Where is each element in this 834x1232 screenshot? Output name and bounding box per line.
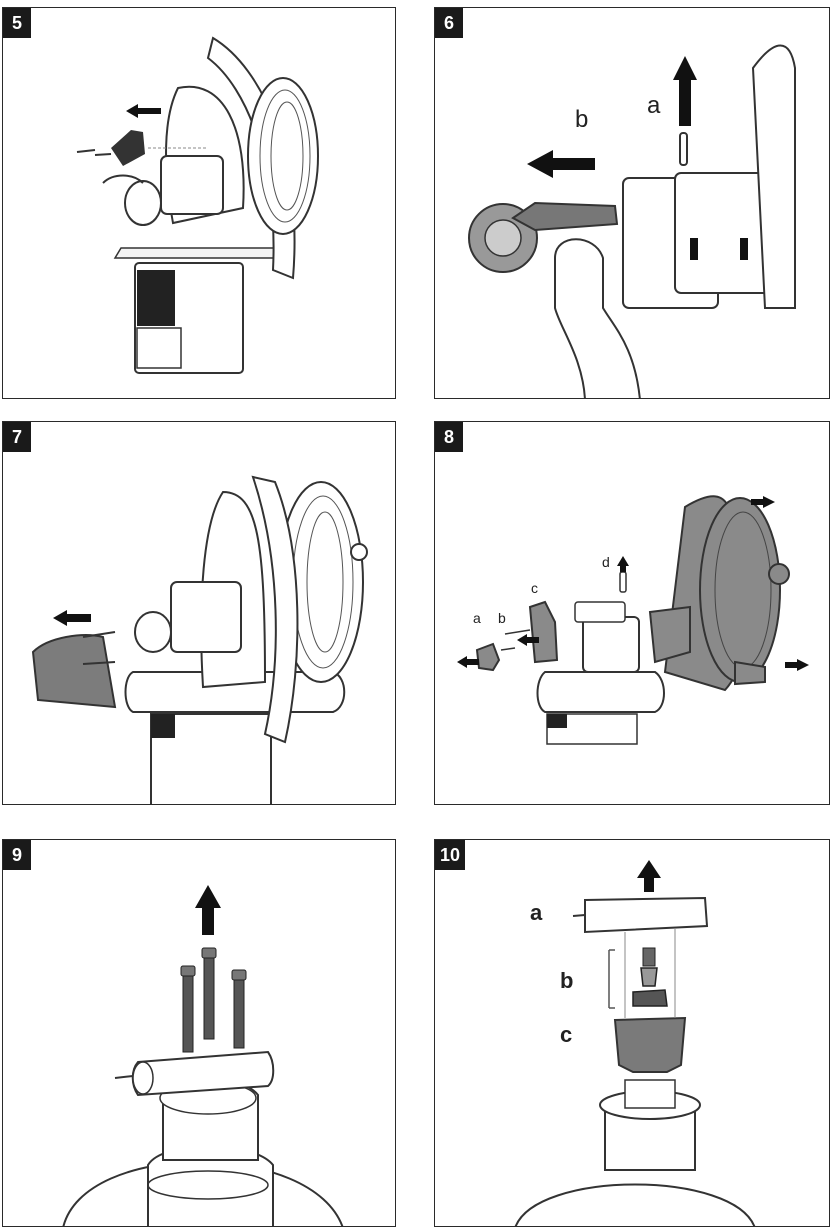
arrow-up-icon xyxy=(637,860,661,892)
pump-body xyxy=(171,582,241,652)
callout-label-b: b xyxy=(498,610,506,626)
arrow-up-icon xyxy=(673,56,697,126)
step-8-panel: 8 a b c d xyxy=(434,421,830,805)
bolt xyxy=(234,976,244,1048)
arrow-up-icon xyxy=(617,556,629,572)
step-9-panel: 9 xyxy=(2,839,396,1227)
pressure-knob xyxy=(135,612,171,652)
callout-label-a: a xyxy=(530,900,542,926)
arrow-up-icon xyxy=(195,885,221,935)
callout-label-a: a xyxy=(647,92,660,120)
motor-base xyxy=(515,1185,755,1228)
step-6-panel: 6 a b xyxy=(434,7,830,399)
part-c xyxy=(530,602,557,662)
step-7-illustration xyxy=(3,422,396,805)
arrow-left-icon xyxy=(457,656,479,668)
removed-side-cover xyxy=(33,635,115,707)
callout-label-c: c xyxy=(531,580,538,596)
callout-label-d: d xyxy=(602,554,610,570)
part-b-valve xyxy=(633,990,667,1006)
callout-label-a: a xyxy=(473,610,481,626)
screw xyxy=(95,154,111,155)
hose-coupling xyxy=(513,203,617,230)
step-10-panel: 10 a b c xyxy=(434,839,830,1227)
step-5-panel: 5 xyxy=(2,7,396,399)
pump-body xyxy=(583,617,639,672)
arrow-left-icon xyxy=(53,610,91,626)
retaining-pin xyxy=(680,133,687,165)
part-a-manifold xyxy=(585,898,707,932)
step-10-illustration xyxy=(435,840,830,1227)
vent-grille xyxy=(137,270,175,326)
bolt xyxy=(183,972,193,1052)
step-7-panel: 7 xyxy=(2,421,396,805)
hose-reel xyxy=(248,78,318,234)
arrow-left-icon xyxy=(126,104,161,118)
screw xyxy=(77,150,95,152)
arrow-left-icon xyxy=(527,150,595,178)
base-plate xyxy=(538,672,665,712)
arrow-right-icon xyxy=(785,659,809,671)
pressure-knob xyxy=(125,181,161,225)
bracket-b xyxy=(609,950,615,1008)
part-c-housing xyxy=(615,1018,685,1072)
step-5-illustration xyxy=(3,8,396,399)
step-6-illustration xyxy=(435,8,830,399)
bolt xyxy=(204,955,214,1039)
hose-reel xyxy=(700,498,780,682)
callout-label-b: b xyxy=(575,106,588,134)
part-a xyxy=(477,644,499,670)
removed-cover-part xyxy=(111,130,145,166)
callout-label-b: b xyxy=(560,968,573,994)
callout-label-c: c xyxy=(560,1022,572,1048)
step-9-illustration xyxy=(3,840,396,1227)
pin-d xyxy=(620,572,626,592)
step-8-illustration xyxy=(435,422,830,805)
pump-body xyxy=(161,156,223,214)
